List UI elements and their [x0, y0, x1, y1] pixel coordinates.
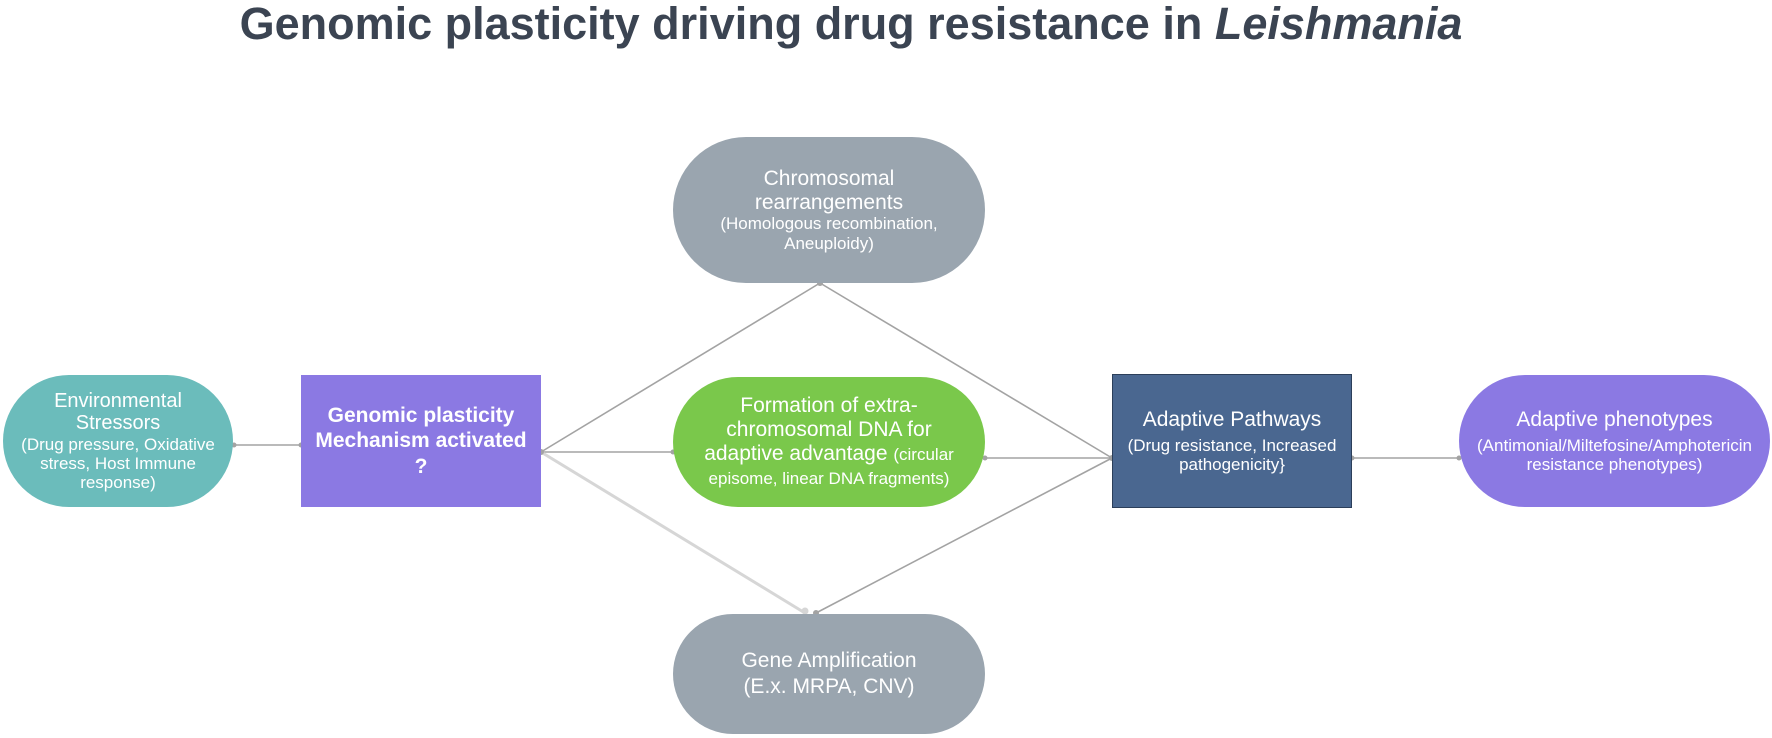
node-adaptive-phenotypes: Adaptive phenotypes (Antimonial/Miltefos…: [1459, 375, 1770, 507]
edge-chromosomal-adaptive: [819, 282, 1113, 459]
node-detail-2: resistance phenotypes): [1526, 454, 1703, 474]
node-heading: Formation of extra-chromosomal DNA for a…: [704, 393, 932, 465]
node-heading: Adaptive phenotypes: [1516, 408, 1713, 432]
node-heading: Gene Amplification: [741, 648, 917, 672]
node-text: Formation of extra-chromosomal DNA for a…: [689, 394, 969, 491]
diagram-title: Genomic plasticity driving drug resistan…: [0, 0, 1702, 48]
node-heading: Genomic plasticity Mechanism activated ?: [315, 403, 527, 478]
node-extrachromosomal-dna: Formation of extra-chromosomal DNA for a…: [673, 377, 985, 507]
edge-mechanism-chromosomal: [540, 282, 821, 453]
node-detail: (Drug pressure, Oxidative stress, Host I…: [21, 434, 215, 492]
node-detail: (Homologous recombination, Aneuploidy): [720, 214, 938, 253]
node-detail: (Drug resistance, Increased pathogenicit…: [1127, 435, 1337, 474]
node-detail: (circular episome, linear DNA fragments): [708, 445, 954, 489]
node-environmental-stressors: Environmental Stressors (Drug pressure, …: [3, 375, 233, 507]
edge-dot: [801, 607, 809, 615]
node-chromosomal-rearrangements: Chromosomal rearrangements (Homologous r…: [673, 137, 985, 283]
node-gene-amplification: Gene Amplification (E.x. MRPA, CNV): [673, 614, 985, 734]
node-genomic-plasticity-mechanism: Genomic plasticity Mechanism activated ?: [301, 375, 541, 507]
edge-gene-adaptive: [815, 457, 1113, 614]
edge-mechanism-gene: [540, 450, 806, 615]
node-heading: Environmental Stressors: [54, 390, 182, 435]
title-text: Genomic plasticity driving drug resistan…: [239, 0, 1215, 49]
edge-dot: [982, 455, 988, 461]
title-italic: Leishmania: [1214, 0, 1463, 49]
node-heading: Chromosomal rearrangements: [754, 167, 904, 214]
node-heading: Adaptive Pathways: [1142, 408, 1322, 432]
node-detail: (E.x. MRPA, CNV): [743, 675, 915, 698]
node-adaptive-pathways: Adaptive Pathways (Drug resistance, Incr…: [1112, 374, 1352, 508]
node-detail: (Antimonial/Miltefosine/Amphotericin: [1477, 435, 1752, 455]
